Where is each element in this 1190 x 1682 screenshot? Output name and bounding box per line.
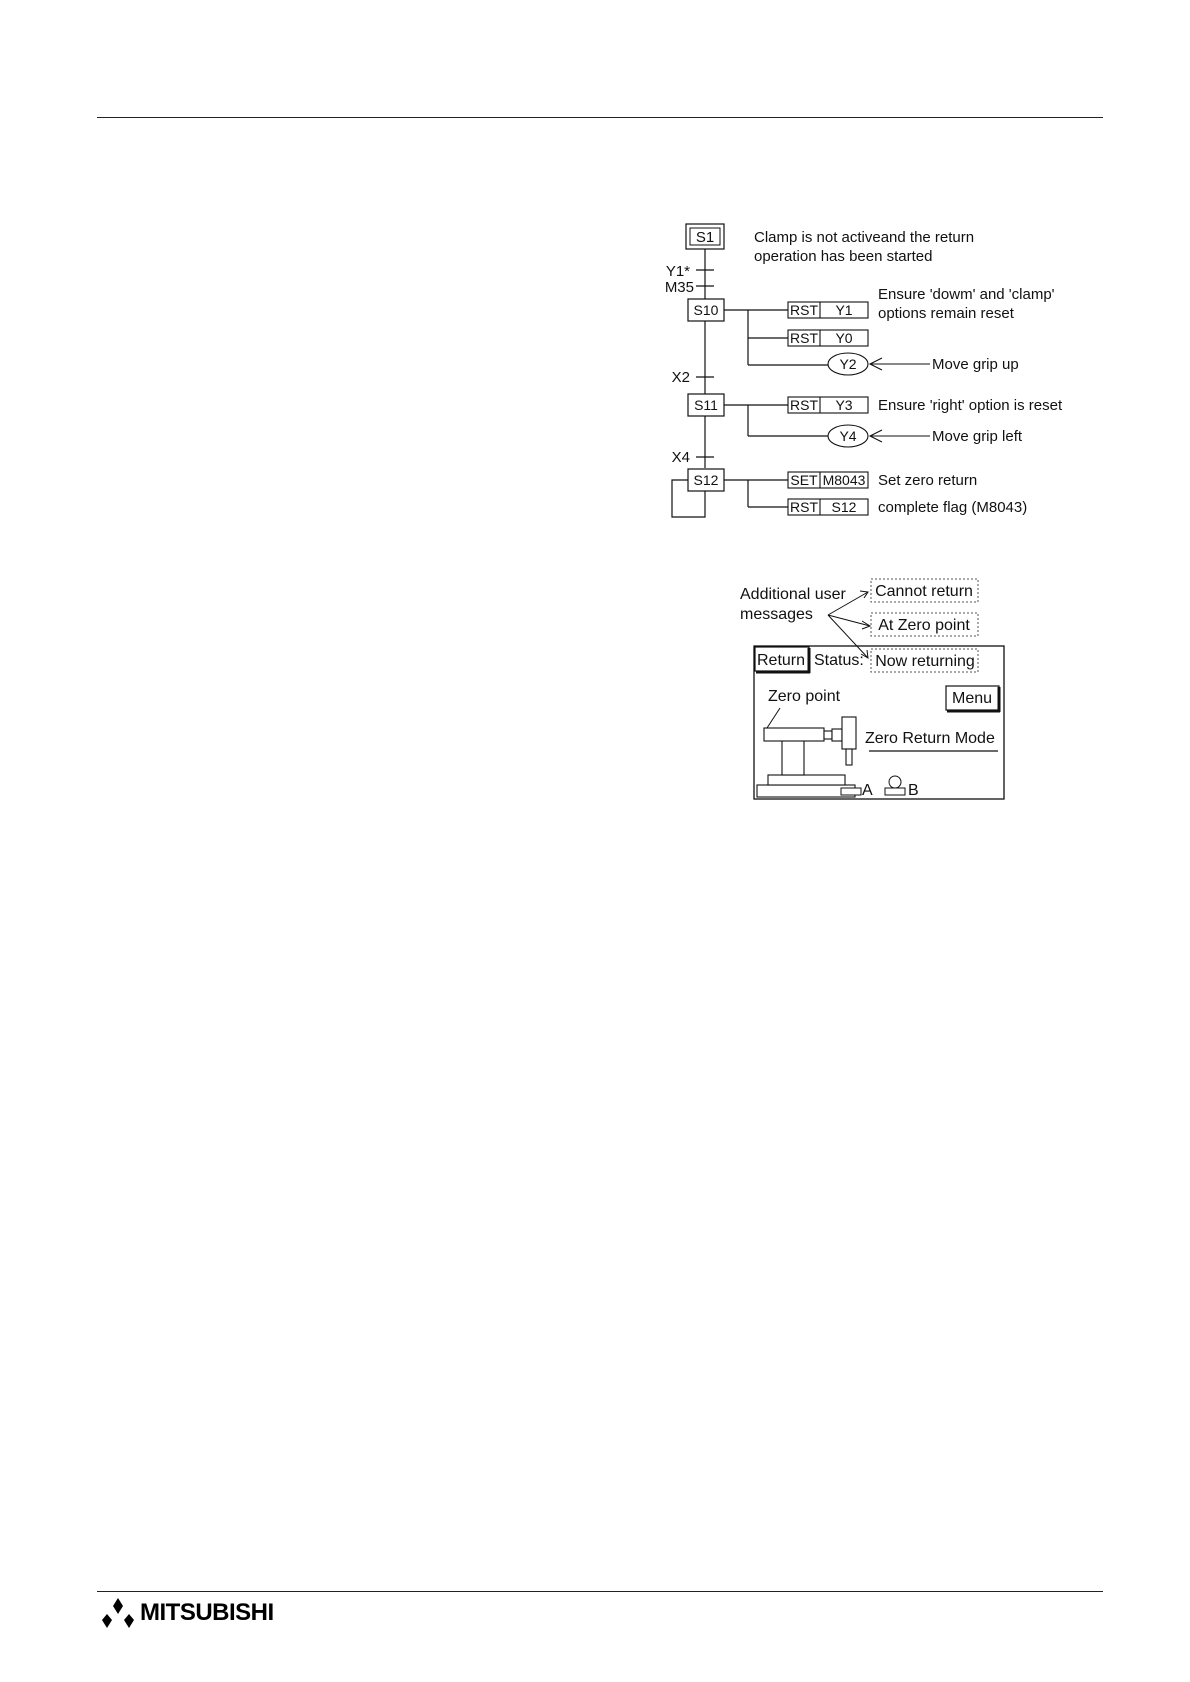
transition-x4: X4	[672, 449, 690, 466]
additional-messages-label-line2: messages	[740, 606, 813, 623]
menu-button[interactable]: Menu	[945, 685, 1001, 713]
step-s1-label: S1	[696, 229, 714, 246]
instr-op: RST	[790, 397, 818, 413]
machine-illustration	[756, 716, 857, 798]
coil-y2: Y2	[827, 352, 869, 376]
status-label: Status:	[814, 652, 864, 669]
zero-point-label: Zero point	[768, 688, 841, 705]
instruction-rst-y0: RST Y0	[787, 329, 869, 347]
screen-frame	[753, 645, 1005, 800]
instr-device: S12	[832, 499, 857, 515]
instr-device: Y1	[835, 302, 852, 318]
indicator-a-label: A	[862, 782, 873, 799]
move-grip-left-note: Move grip left	[932, 428, 1023, 445]
step-s1: S1	[685, 223, 725, 250]
instruction-rst-y1: RST Y1	[787, 301, 869, 319]
indicator-a-lamp	[840, 787, 862, 796]
message-at-zero-point: At Zero point	[870, 612, 979, 637]
s1-note-line1: Clamp is not activeand the return	[754, 229, 974, 246]
s1-note-line2: operation has been started	[754, 248, 932, 265]
transition-y1: Y1*	[666, 263, 690, 280]
coil-label: Y4	[839, 428, 856, 444]
indicator-b-icon	[884, 775, 906, 796]
zero-return-mode-title: Zero Return Mode	[865, 730, 995, 747]
three-diamonds-icon	[102, 1598, 134, 1628]
message-text: Now returning	[875, 653, 975, 670]
step-s10: S10	[687, 298, 725, 322]
instr-device: Y0	[835, 330, 852, 346]
return-button[interactable]: Return	[754, 646, 811, 674]
message-text: Cannot return	[875, 583, 973, 600]
s10-note-line2: options remain reset	[878, 305, 1015, 322]
instruction-rst-y3: RST Y3	[787, 396, 869, 414]
s12-note-line1: Set zero return	[878, 472, 977, 489]
instruction-rst-s12: RST S12	[787, 498, 869, 516]
message-text: At Zero point	[878, 617, 970, 634]
coil-label: Y2	[839, 356, 856, 372]
s10-note-line1: Ensure 'dowm' and 'clamp'	[878, 286, 1055, 303]
brand-name: MITSUBISHI	[140, 1599, 274, 1626]
header-rule	[97, 117, 1103, 118]
step-s11-label: S11	[694, 397, 718, 413]
step-s12-label: S12	[694, 472, 719, 488]
s12-note-line2: complete flag (M8043)	[878, 499, 1027, 516]
instr-op: SET	[790, 472, 818, 488]
transition-m35: M35	[665, 279, 694, 296]
message-cannot-return: Cannot return	[870, 578, 979, 603]
coil-y4: Y4	[827, 424, 869, 448]
instr-op: RST	[790, 330, 818, 346]
additional-messages-label-line1: Additional user	[740, 586, 847, 603]
step-s11: S11	[687, 393, 725, 417]
instr-op: RST	[790, 499, 818, 515]
instruction-set-m8043: SET M8043	[787, 471, 869, 489]
transition-x2: X2	[672, 369, 690, 386]
message-now-returning: Now returning	[870, 648, 979, 673]
instr-device: Y3	[835, 397, 852, 413]
instr-op: RST	[790, 302, 818, 318]
step-s10-label: S10	[694, 302, 719, 318]
s11-note: Ensure 'right' option is reset	[878, 397, 1063, 414]
move-grip-up-note: Move grip up	[932, 356, 1019, 373]
step-s12: S12	[687, 468, 725, 492]
return-button-label: Return	[757, 652, 805, 669]
footer-rule	[97, 1591, 1103, 1592]
message-pointer-arrows	[827, 590, 872, 659]
indicator-b-label: B	[908, 782, 919, 799]
mitsubishi-logo: MITSUBISHI	[100, 1598, 274, 1628]
menu-button-label: Menu	[952, 690, 992, 707]
instr-device: M8043	[823, 472, 866, 488]
